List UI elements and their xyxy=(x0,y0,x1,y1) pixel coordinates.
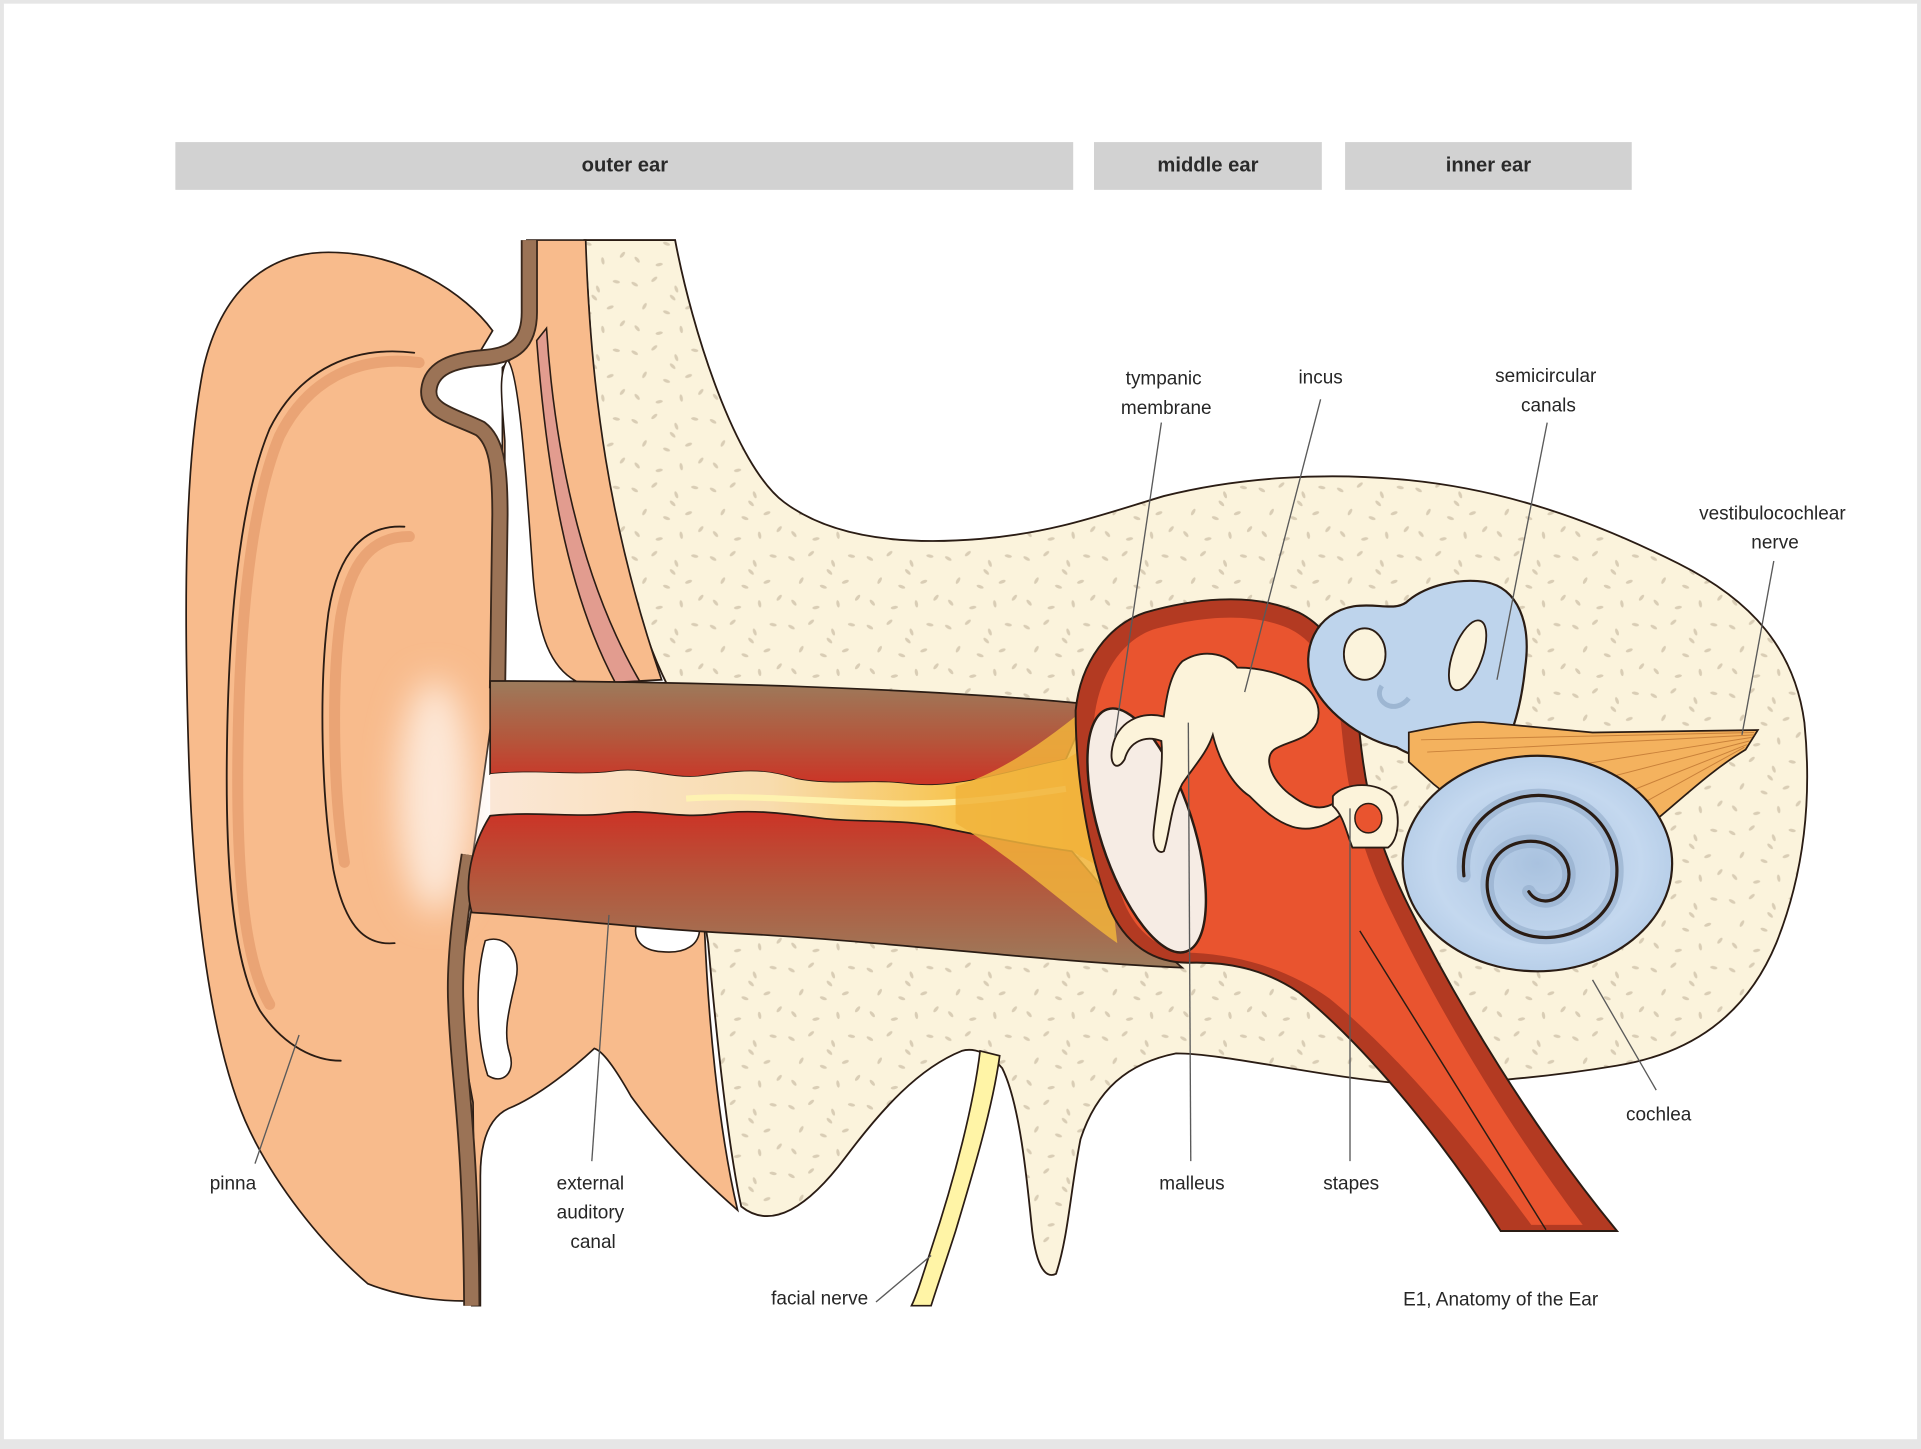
canal-entrance-highlight xyxy=(398,679,472,913)
middle-ear-cavity xyxy=(1074,598,1620,1232)
concha-shadow xyxy=(329,530,415,868)
labels: tympanic membrane incus semicircular can… xyxy=(210,366,1851,1311)
inner-ear-bar xyxy=(1345,142,1632,190)
upper-air-gap xyxy=(500,358,579,685)
facial-nerve-shape xyxy=(910,1049,1001,1307)
stapes-label: stapes xyxy=(1323,1173,1379,1194)
incus-leader xyxy=(1244,399,1322,693)
malleus-leader xyxy=(1187,722,1192,1162)
middle-ear-heading: middle ear xyxy=(1157,154,1258,176)
facial-nerve-leader xyxy=(875,1254,932,1303)
middle-ear-bar xyxy=(1094,142,1322,190)
malleus-label: malleus xyxy=(1159,1173,1224,1194)
pinna-leader xyxy=(254,1034,300,1164)
canal-lumen xyxy=(490,741,1109,873)
tympanic-membrane-leader xyxy=(1114,422,1163,738)
external-auditory-canal xyxy=(467,680,1185,969)
cochlea-shape xyxy=(1401,754,1674,973)
semicircular-canals-label: semicircular canals xyxy=(1495,366,1601,416)
section-headers: outer ear middle ear inner ear xyxy=(175,142,1632,190)
tympanic-membrane-label: tympanic membrane xyxy=(1121,369,1212,419)
pinna-label: pinna xyxy=(210,1173,257,1194)
semicircular-canals-leader xyxy=(1496,422,1548,680)
helix-fold-shadow xyxy=(232,355,425,1010)
semicircular-canals-shape xyxy=(1307,579,1528,763)
malleus-incus-shape xyxy=(1110,652,1347,853)
external-auditory-canal-label: external auditory canal xyxy=(557,1173,630,1253)
eustachian-tube-line xyxy=(1359,930,1547,1231)
skin-boundary xyxy=(420,240,538,1306)
vestibulocochlear-nerve-label: vestibulocochlear nerve xyxy=(1699,503,1851,553)
outer-ear-heading: outer ear xyxy=(582,154,669,176)
incus-label: incus xyxy=(1298,367,1342,388)
helix-fold-line xyxy=(225,350,416,1062)
canal-funnel xyxy=(955,704,1118,944)
external-auditory-canal-leader xyxy=(591,914,610,1162)
concha-line xyxy=(321,525,406,945)
outer-ear-bar xyxy=(175,142,1074,190)
cavity-interior xyxy=(1093,617,1583,1225)
lower-air-gap xyxy=(477,938,518,1080)
figure-caption: E1, Anatomy of the Ear xyxy=(1403,1290,1598,1311)
cochlea-label: cochlea xyxy=(1626,1105,1692,1126)
vestibulocochlear-nerve-leader xyxy=(1741,560,1775,736)
ossicles xyxy=(1110,652,1399,853)
canal-loop-opening-2 xyxy=(1447,619,1488,692)
inner-ear-heading: inner ear xyxy=(1446,154,1531,176)
facial-nerve-label: facial nerve xyxy=(771,1288,868,1309)
canal-loop-opening-1 xyxy=(1342,627,1387,681)
stapes-opening xyxy=(1354,802,1383,834)
leader-lines xyxy=(254,399,1775,1303)
tympanic-membrane-shape xyxy=(1086,707,1208,954)
cochlea-leader xyxy=(1591,979,1657,1091)
